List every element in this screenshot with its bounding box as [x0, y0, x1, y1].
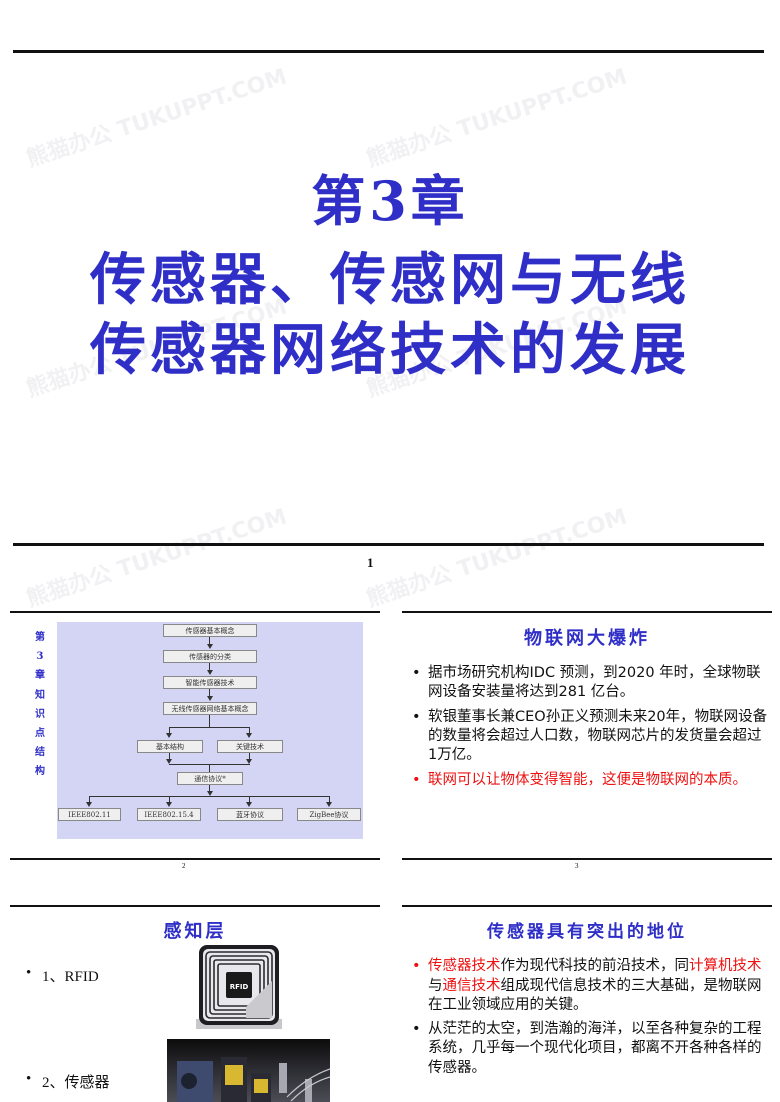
arrow-down-icon	[166, 733, 172, 738]
bullet-item: 传感器技术作为现代科技的前沿技术，同计算机技术与通信技术组成现代信息技术的三大基…	[408, 957, 768, 1016]
bullet-text: 2、传感器	[42, 1075, 110, 1091]
slide-3-top-rule	[402, 611, 772, 613]
knowledge-structure-label: 第 3 章 知 识 点 结 构	[30, 628, 50, 782]
bullet-text: 与	[428, 977, 443, 994]
bullet-text: 组成现代信息技术的三大基础，是物联网在工业领域应用的关键。	[428, 977, 762, 1014]
bullet-item: 从茫茫的太空，到浩瀚的海洋，以至各种复杂的工程系统，几乎每一个现代化项目，都离不…	[408, 1020, 768, 1079]
arrow-down-icon	[246, 759, 252, 764]
diagram-connector	[209, 637, 210, 644]
arrow-down-icon	[207, 696, 213, 701]
diagram-node: 基本结构	[137, 740, 203, 753]
arrow-down-icon	[246, 733, 252, 738]
label-char: 第	[35, 632, 45, 643]
label-char: 识	[35, 708, 45, 720]
slide-3-bullets: 据市场研究机构IDC 预测，到2020 年时，全球物联网设备安装量将达到281 …	[408, 664, 768, 790]
highlight-sensor-tech: 传感器技术	[428, 958, 501, 974]
slide-3-title: 物联网大爆炸	[524, 628, 650, 649]
diagram-connector	[249, 727, 250, 733]
slide-4-top-rule	[10, 905, 380, 907]
diagram-node: IEEE802.15.4	[137, 808, 201, 821]
bullet-text: 软银董事长兼CEO孙正义预测未来20年，物联网设备的数量将会超过人口数，物联网芯…	[428, 709, 768, 763]
diagram-node: ZigBee协议	[297, 808, 361, 821]
slide-1-bottom-rule	[13, 543, 764, 546]
diagram-connector	[169, 727, 250, 728]
diagram-connector	[249, 753, 250, 759]
diagram-connector	[209, 715, 210, 727]
slide-2-bottom-rule	[10, 858, 380, 860]
diagram-node: 蓝牙协议	[217, 808, 283, 821]
slide-4-title: 感知层	[163, 921, 227, 942]
diagram-connector	[209, 785, 210, 791]
bullet-text: 联网可以让物体变得智能，这便是物联网的本质。	[428, 772, 747, 788]
arrow-down-icon	[246, 802, 252, 807]
arrow-down-icon	[207, 644, 213, 649]
diagram-node: 传感器基本概念	[163, 624, 257, 637]
chapter-title: 第3章	[311, 169, 469, 233]
bullet-text: 据市场研究机构IDC 预测，到2020 年时，全球物联网设备安装量将达到281 …	[428, 665, 761, 700]
bullet-item: 联网可以让物体变得智能，这便是物联网的本质。	[408, 771, 768, 790]
diagram-connector	[169, 753, 170, 759]
diagram-node: 无线传感器网络基本概念	[163, 702, 257, 715]
diagram-connector	[209, 689, 210, 696]
label-char: 结	[35, 747, 45, 759]
diagram-node: 智能传感器技术	[163, 676, 257, 689]
page-number: 2	[182, 862, 186, 870]
slide-4-bullets: 1、RFID 2、传感器	[22, 965, 172, 1092]
arrow-down-icon	[326, 802, 332, 807]
arrow-down-icon	[166, 802, 172, 807]
sensors-icon	[177, 1057, 330, 1102]
slide-2-top-rule	[10, 611, 380, 613]
diagram-node: 传感器的分类	[163, 650, 257, 663]
page-number: 3	[575, 862, 579, 870]
arrow-down-icon	[207, 791, 213, 796]
bullet-text: 1、RFID	[42, 969, 99, 985]
label-char: 构	[35, 766, 45, 778]
diagram-connector	[209, 663, 210, 670]
slide-5-title: 传感器具有突出的地位	[487, 922, 687, 942]
label-char: 点	[35, 728, 45, 740]
arrow-down-icon	[166, 759, 172, 764]
watermark: 熊猫办公 TUKUPPT.COM	[363, 64, 631, 173]
bullet-text: 作为现代科技的前沿技术，同	[500, 958, 690, 974]
label-char: 章	[35, 670, 45, 682]
svg-text:RFID: RFID	[230, 983, 249, 991]
bullet-text: 从茫茫的太空，到浩瀚的海洋，以至各种复杂的工程系统，几乎每一个现代化项目，都离不…	[428, 1020, 762, 1076]
highlight-comm-tech: 通信技术	[442, 977, 501, 994]
bullet-item: 2、传感器	[22, 1071, 172, 1092]
diagram-node: 关键技术	[217, 740, 283, 753]
slide-5-top-rule	[402, 905, 772, 907]
rfid-tag-image: RFID	[196, 945, 282, 1029]
diagram-node: 通信协议*	[177, 772, 243, 785]
arrow-down-icon	[207, 670, 213, 675]
slide-1-top-rule	[13, 50, 764, 53]
slide-3-bottom-rule	[402, 858, 772, 860]
bullet-item: 软银董事长兼CEO孙正义预测未来20年，物联网设备的数量将会超过人口数，物联网芯…	[408, 708, 768, 765]
slide-5-bullets: 传感器技术作为现代科技的前沿技术，同计算机技术与通信技术组成现代信息技术的三大基…	[408, 957, 768, 1078]
diagram-connector	[169, 727, 170, 733]
bullet-item: 1、RFID	[22, 965, 172, 986]
diagram-node: IEEE802.11	[58, 808, 121, 821]
highlight-computer-tech: 计算机技术	[689, 958, 762, 974]
label-char: 知	[35, 689, 45, 701]
rfid-tag-icon: RFID	[196, 945, 282, 1029]
watermark: 熊猫办公 TUKUPPT.COM	[363, 504, 631, 613]
diagram-connector	[169, 796, 170, 802]
slide-1-title-line-2: 传感器网络技术的发展	[90, 317, 690, 383]
slide-1-title-line-1: 传感器、传感网与无线	[90, 247, 690, 313]
watermark: 熊猫办公 TUKUPPT.COM	[23, 504, 291, 613]
diagram-connector	[209, 764, 210, 772]
sensors-photo	[167, 1039, 330, 1102]
page-number: 1	[367, 555, 374, 570]
diagram-connector	[89, 796, 90, 802]
watermark: 熊猫办公 TUKUPPT.COM	[23, 64, 291, 173]
diagram-connector	[89, 796, 329, 797]
diagram-connector	[249, 796, 250, 802]
knowledge-structure-diagram: 传感器基本概念 传感器的分类 智能传感器技术 无线传感器网络基本概念 基本结构 …	[57, 622, 363, 839]
bullet-item: 据市场研究机构IDC 预测，到2020 年时，全球物联网设备安装量将达到281 …	[408, 664, 768, 702]
diagram-connector	[329, 796, 330, 802]
label-char: 3	[36, 651, 44, 663]
arrow-down-icon	[86, 802, 92, 807]
